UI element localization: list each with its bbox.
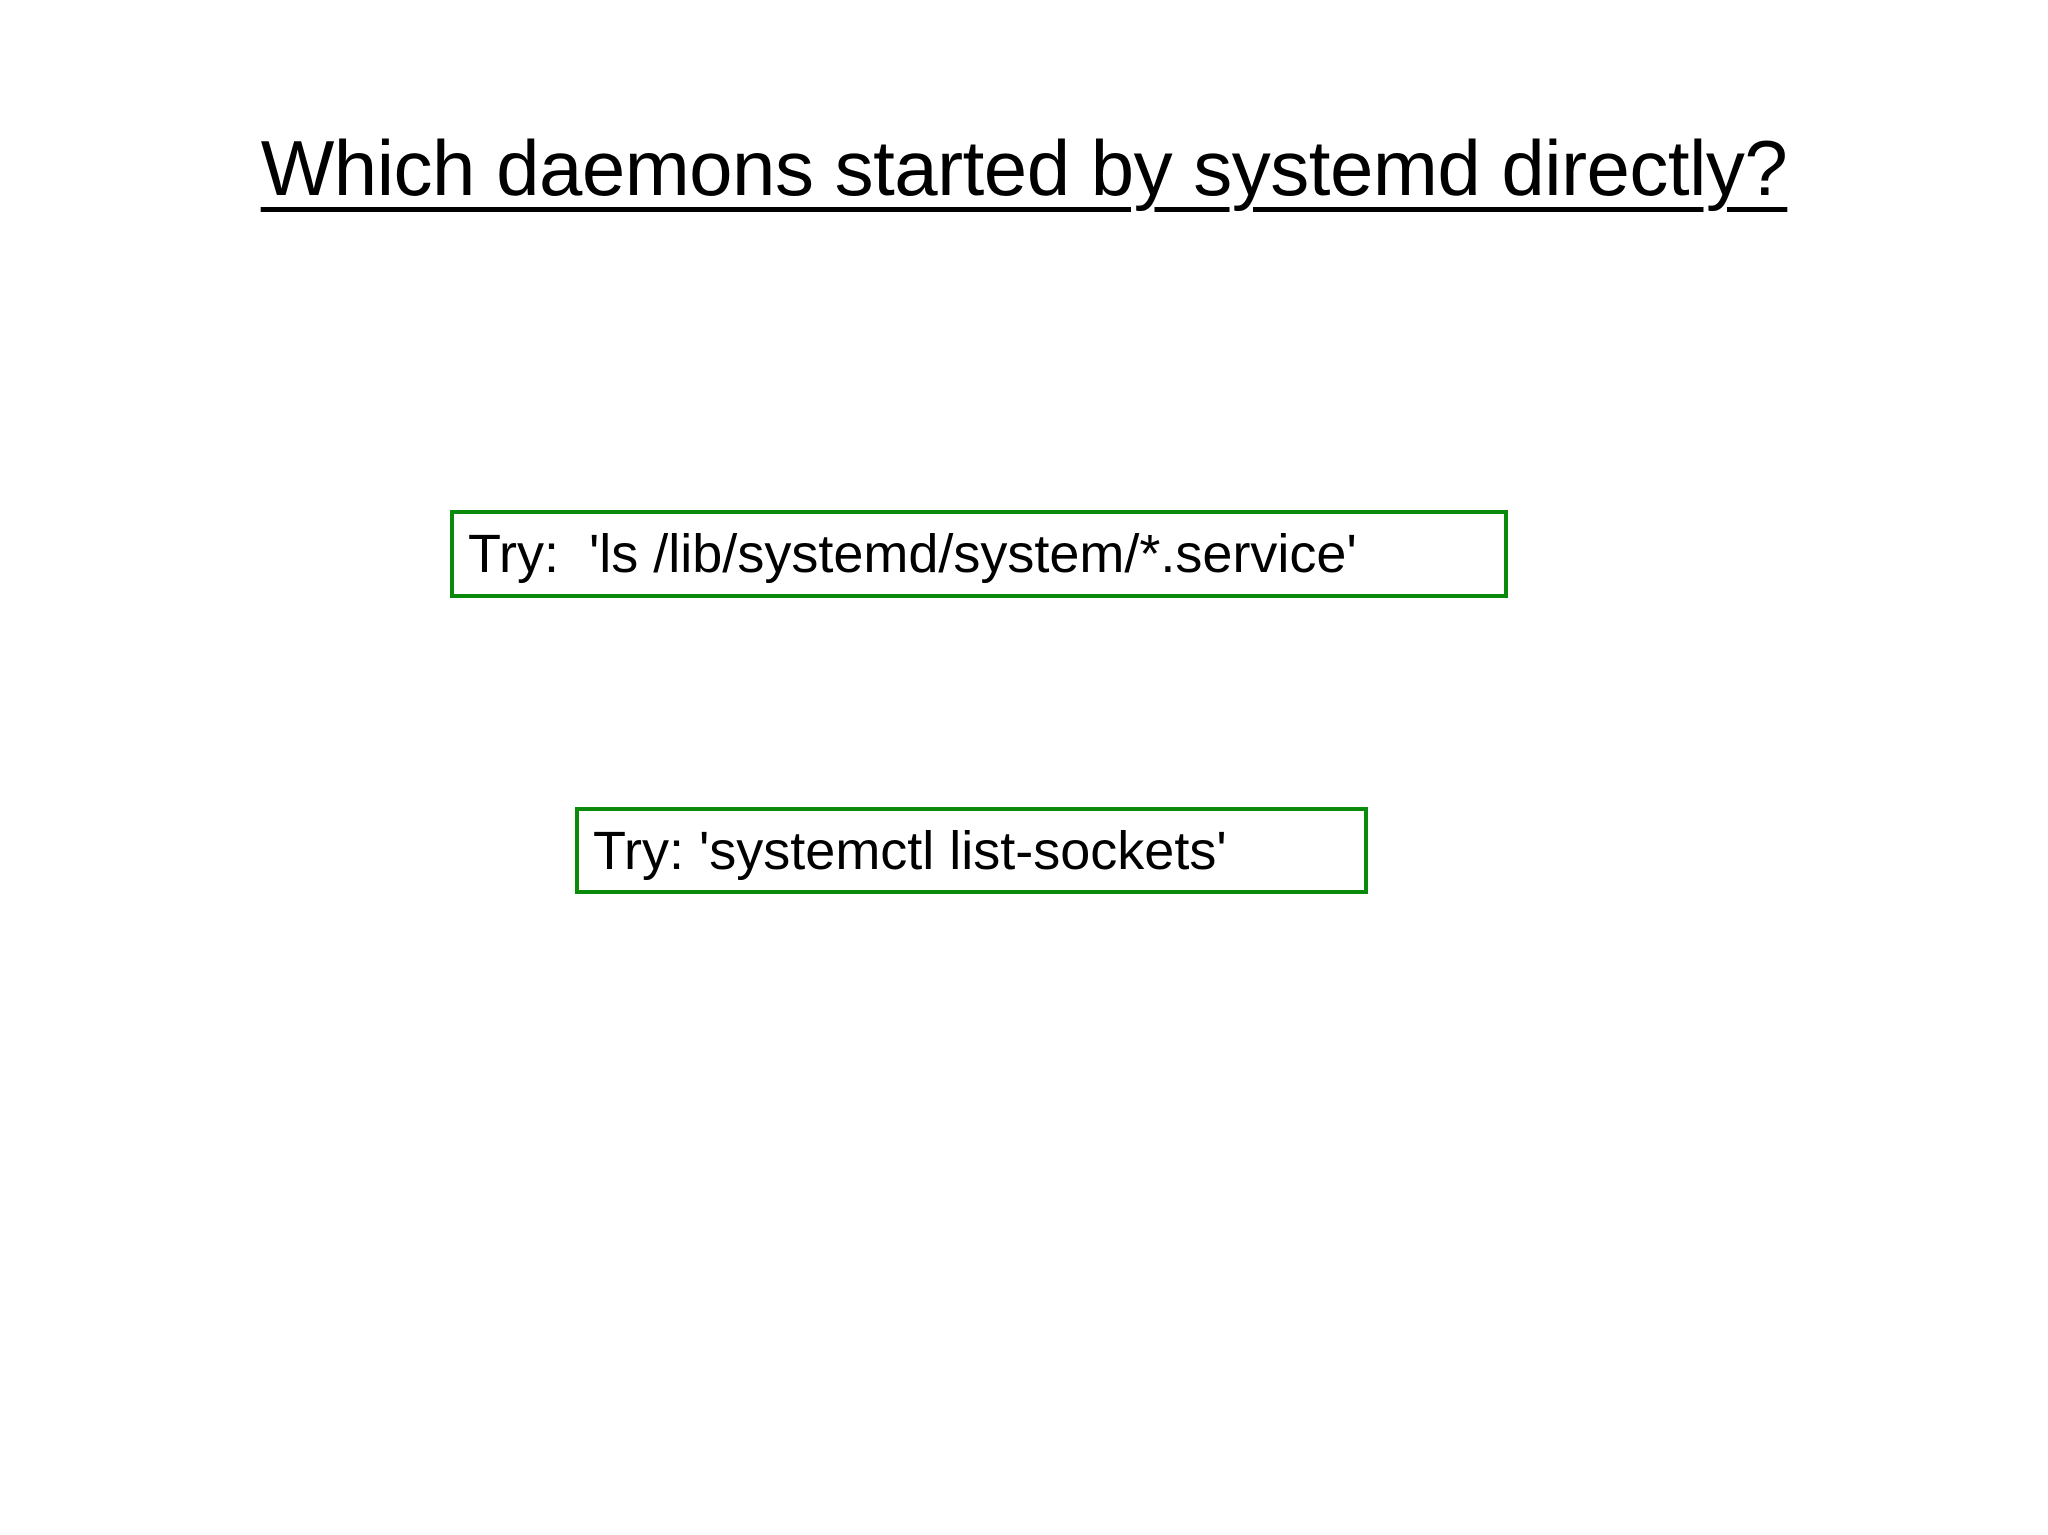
callout-text-try-systemctl-list-sockets: Try: 'systemctl list-sockets'	[593, 820, 1227, 881]
page-title: Which daemons started by systemd directl…	[0, 127, 2048, 210]
callout-box-try-ls-service-files[interactable]: Try: 'ls /lib/systemd/system/*.service'	[450, 510, 1508, 598]
page-title-text: Which daemons started by systemd directl…	[260, 124, 1788, 212]
callout-box-try-systemctl-list-sockets[interactable]: Try: 'systemctl list-sockets'	[575, 807, 1368, 894]
callout-text-try-ls-service-files: Try: 'ls /lib/systemd/system/*.service'	[468, 524, 1357, 584]
